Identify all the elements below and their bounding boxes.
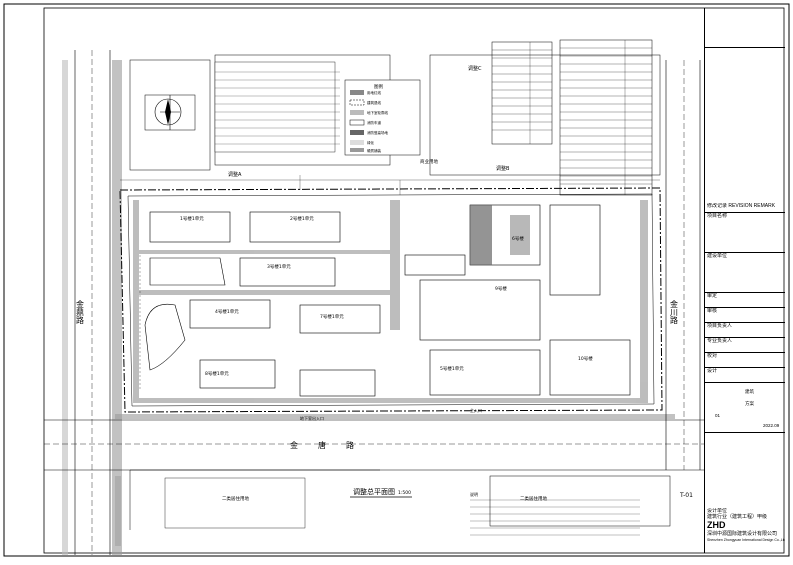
tb-company-en: Shenzhen Zhongyuan International Design … — [707, 538, 785, 542]
dimension-lines — [120, 175, 660, 390]
building-label: 4号楼1单元 — [215, 308, 239, 315]
tb-sheet-no: 01 — [715, 413, 721, 418]
building-label: 6号楼 — [512, 235, 524, 242]
road-east-label: 金川路 — [670, 299, 679, 324]
main-entrance-label: 主入口 — [470, 407, 482, 413]
commercial-label: 商业用地 — [420, 158, 438, 165]
legend-item: 消防登高场地 — [367, 130, 388, 135]
tb-row-label: 校对 — [707, 353, 718, 359]
tb-row-2: 项目负责人 — [705, 323, 785, 338]
tb-client-label: 建设单位 — [707, 253, 728, 259]
fire-lanes — [133, 200, 648, 403]
building-label: 1号楼1单元 — [180, 215, 204, 222]
tb-revision-label: 修改记录 REVISION REMARK — [707, 203, 776, 209]
drawing-frame — [43, 7, 785, 554]
south-road — [44, 414, 704, 471]
east-road — [665, 60, 701, 470]
plan-title: 调整总平面图 — [353, 487, 395, 496]
south-parcel — [115, 469, 671, 546]
legend-title: 图例 — [374, 83, 383, 90]
tb-discipline: 建筑 — [745, 389, 754, 394]
sheet-code: T-01 — [679, 492, 693, 499]
east-towers — [404, 204, 631, 396]
general-notes — [215, 71, 340, 145]
notes-heading: 说明 — [470, 491, 478, 497]
building-label: 2号楼1单元 — [290, 215, 314, 222]
tb-project-label: 项目名称 — [707, 213, 728, 219]
building-label: 10号楼 — [578, 355, 593, 362]
adjust-c-label: 调整C — [468, 65, 482, 72]
building-label: 3号楼1单元 — [267, 263, 291, 270]
tb-company-label: 设计单位 — [707, 508, 728, 514]
tb-stage: 方案 — [745, 401, 754, 406]
title-block: 修改记录 REVISION REMARK 项目名称 建设单位 审定 审核 项目负… — [704, 8, 785, 553]
legend-item: 建筑退线 — [367, 100, 381, 105]
tower-6-hatch — [470, 205, 530, 265]
tb-company: 设计单位 建筑行业（建筑工程）甲级 ZHD 深圳中源国际建筑设计有限公司 She… — [705, 508, 785, 553]
building-label: 5号楼1单元 — [440, 365, 464, 372]
legend-item: 硬质铺装 — [367, 148, 381, 153]
tb-info: 建筑 方案 01 2022.09 — [705, 383, 785, 433]
tb-company-name: 深圳中源国际建筑设计有限公司 — [707, 531, 778, 537]
basement-exit-label: 地下室出入口 — [300, 415, 324, 421]
tb-date: 2022.09 — [763, 423, 780, 428]
west-road — [62, 50, 122, 555]
west-towers — [144, 211, 381, 397]
legend-item: 绿化 — [367, 140, 375, 145]
building-label: 7号楼1单元 — [320, 313, 344, 320]
tb-row-label: 项目负责人 — [707, 323, 733, 329]
tb-row-0: 审定 — [705, 293, 785, 308]
adjust-b-label: 调整B — [496, 165, 510, 172]
legend-item: 用地红线 — [367, 90, 381, 95]
company-logo: ZHD — [707, 520, 726, 530]
north-arrow-icon — [154, 98, 182, 126]
road-south-label: 金唐路 — [290, 440, 374, 450]
legend-item: 消防车道 — [367, 120, 381, 125]
plan-scale: 1:500 — [398, 490, 411, 496]
residential-land-label: 二类居住用地 — [222, 495, 249, 502]
tb-row-4: 校对 — [705, 353, 785, 368]
tb-row-label: 审定 — [707, 293, 718, 299]
tb-logo-area — [705, 8, 785, 48]
sheet-border — [3, 3, 790, 557]
tb-client: 建设单位 — [705, 253, 785, 293]
tb-row-label: 专业负责人 — [707, 338, 733, 344]
tb-cert: 建筑行业（建筑工程）甲级 — [707, 514, 768, 520]
building-label: 9号楼 — [495, 285, 507, 292]
legend-box — [344, 79, 421, 156]
tb-revision: 修改记录 REVISION REMARK — [705, 203, 785, 213]
tb-row-label: 审核 — [707, 308, 718, 314]
notes-block — [470, 499, 640, 536]
road-west-label: 金鼎路 — [76, 299, 85, 324]
tb-row-label: 设计 — [707, 368, 718, 374]
indicator-tables — [491, 39, 653, 196]
residential-land-label-east: 二类居住用地 — [520, 495, 547, 502]
adjust-a-label: 调整A — [228, 171, 242, 178]
tb-row-3: 专业负责人 — [705, 338, 785, 353]
tb-row-5: 设计 — [705, 368, 785, 383]
tb-project: 项目名称 — [705, 213, 785, 253]
tb-row-1: 审核 — [705, 308, 785, 323]
site-boundary — [119, 187, 663, 413]
building-label: 8号楼1单元 — [205, 370, 229, 377]
legend-item: 地下室轮廓线 — [367, 110, 388, 115]
